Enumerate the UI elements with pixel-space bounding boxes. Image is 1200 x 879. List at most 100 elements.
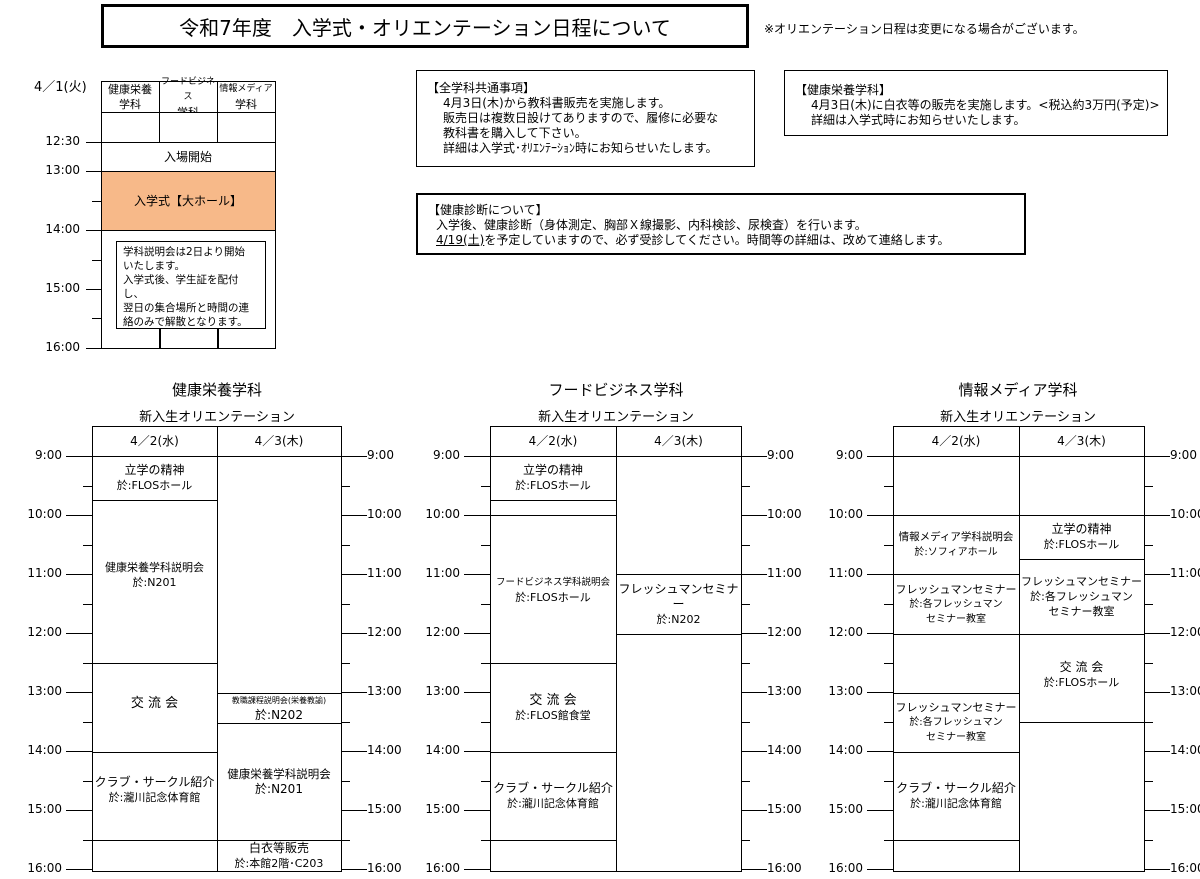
food-time-right: 9:00: [767, 448, 794, 462]
media-minor-left: [884, 545, 893, 546]
health-check-title: 【健康診断について】: [428, 203, 548, 217]
food-tick-left: [464, 692, 490, 693]
event-venue: 於:本館2階･C203: [234, 856, 324, 870]
kenko-time-right: 11:00: [367, 566, 402, 580]
kenko-time-right: 16:00: [367, 861, 402, 875]
health-check-line: 入学後、健康診断（身体測定、胸部Ｘ線撮影、内科検診、尿検査）を行います。: [436, 218, 867, 232]
event-title: 健康栄養学科説明会: [227, 767, 331, 781]
ceremony-time-tick: [86, 289, 101, 290]
ceremony-note-line: 絡のみで解散となります。: [123, 316, 248, 328]
day-label: 4／2(水): [931, 434, 981, 448]
kenko-tick-left: [66, 633, 92, 634]
kenko-tick-right: [341, 810, 367, 811]
ceremony-minor-tick: [92, 318, 101, 319]
kenko-minor-left: [83, 722, 92, 723]
page-title: 令和7年度 入学式・オリエンテーション日程について: [101, 4, 749, 48]
kenko-time-left: 9:00: [35, 448, 62, 462]
media-event-cell: [893, 634, 1020, 694]
kenko-time-left: 14:00: [27, 743, 62, 757]
media-time-right: 11:00: [1170, 566, 1200, 580]
food-minor-right: [741, 545, 750, 546]
ceremony-entry-label: 入場開始: [163, 149, 212, 164]
food-time-right: 16:00: [767, 861, 802, 875]
kenko-time-right: 12:00: [367, 625, 402, 639]
ceremony-date: 4／1(火): [34, 80, 87, 95]
ceremony-time-label: 14:00: [45, 222, 80, 236]
food-tick-right: [741, 869, 767, 870]
ceremony-divider: [217, 328, 219, 349]
ceremony-main-label: 入学式【大ホール】: [133, 193, 242, 208]
media-event: 立学の精神於:FLOSホール: [1019, 515, 1144, 559]
event-venue: セミナー教室: [926, 732, 986, 743]
kenko-minor-right: [341, 486, 350, 487]
media-time-left: 16:00: [828, 861, 863, 875]
event-venue: 於:FLOSホール: [515, 479, 591, 492]
kenko-time-right: 15:00: [367, 802, 402, 816]
kenko-notice-line: 4月3日(木)に白衣等の販売を実施します。<税込約3万円(予定)>: [811, 98, 1160, 112]
kenko-tick-left: [66, 692, 92, 693]
day-label: 4／3(木): [1057, 434, 1106, 448]
kenko-title: 健康栄養学科: [171, 381, 262, 399]
event-venue: 於:FLOSホール: [116, 479, 193, 492]
food-event: フレッシュマンセミナー於:N202: [616, 574, 741, 634]
ceremony-empty-cell: [217, 112, 276, 143]
food-tick-left: [464, 574, 490, 575]
food-time-left: 9:00: [433, 448, 460, 462]
media-event-cell: [1019, 559, 1145, 635]
kenko-notice-box: 【健康栄養学科】 4月3日(木)に白衣等の販売を実施します。<税込約3万円(予定…: [784, 70, 1168, 136]
kenko-time-left: 10:00: [27, 507, 62, 521]
food-time-left: 12:00: [425, 625, 460, 639]
event-title: フレッシュマンセミナー: [1021, 575, 1142, 588]
food-tick-right: [741, 810, 767, 811]
media-minor-right: [1144, 722, 1153, 723]
event-venue: 於:ソフィアホール: [914, 546, 998, 558]
ceremony-column-label: フードビジネス学科: [159, 77, 217, 119]
media-time-left: 9:00: [836, 448, 863, 462]
ceremony-main-cell: [101, 171, 276, 231]
event-venue: 於:FLOSホール: [1043, 538, 1120, 551]
food-event: 立学の精神於:FLOSホール: [490, 456, 616, 500]
kenko-minor-left: [83, 545, 92, 546]
kenko-tick-right: [341, 633, 367, 634]
common-notice-box: 【全学科共通事項】 4月3日(木)から教科書販売を実施します。 販売日は複数日設…: [416, 70, 755, 167]
event-venue: セミナー教室: [926, 613, 986, 625]
food-event-cell: [490, 752, 617, 841]
event-venue: 於:各フレッシュマン: [909, 717, 1003, 728]
food-tick-right: [741, 515, 767, 516]
common-notice-line: 詳細は入学式･ｵﾘｴﾝﾃｰｼｮﾝ時にお知らせいたします。: [443, 141, 718, 155]
food-time-right: 15:00: [767, 802, 802, 816]
ceremony-entry: 入場開始: [101, 142, 275, 172]
kenko-event: 健康栄養学科説明会於:N201: [217, 752, 341, 812]
kenko-notice-line: 詳細は入学式時にお知らせいたします。: [811, 113, 1026, 127]
event-title: 交 流 会: [529, 693, 577, 708]
ceremony-time-tick: [86, 348, 101, 349]
food-event-cell: [490, 500, 617, 516]
media-day1: 4／2(水): [893, 426, 1019, 457]
health-check-box: 【健康診断について】 入学後、健康診断（身体測定、胸部Ｘ線撮影、内科検診、尿検査…: [416, 193, 1026, 255]
event-title: フードビジネス学科説明会: [495, 577, 610, 588]
food-tick-right: [741, 751, 767, 752]
kenko-minor-left: [83, 663, 92, 664]
media-event-cell: [1019, 634, 1145, 723]
ceremony-time-label: 13:00: [45, 163, 80, 177]
kenko-time-left: 15:00: [27, 802, 62, 816]
food-time-left: 15:00: [425, 802, 460, 816]
kenko-tick-right: [341, 456, 367, 457]
food-minor-left: [481, 722, 490, 723]
common-notice-line: 販売日は複数日設けてありますので、履修に必要な: [443, 111, 719, 125]
ceremony-note-line: 入学式後、学生証を配付し、: [123, 274, 239, 300]
health-check-date: 4/19(土): [436, 233, 485, 247]
food-time-right: 11:00: [767, 566, 802, 580]
food-tick-left: [464, 456, 490, 457]
media-day-header: [1019, 426, 1145, 457]
food-time-left: 16:00: [425, 861, 460, 875]
kenko-event: クラブ・サークル紹介於:瀧川記念体育館: [92, 768, 217, 812]
event-venue: 於:FLOSホール: [1043, 676, 1120, 689]
food-day1: 4／2(水): [490, 426, 616, 457]
food-minor-left: [481, 663, 490, 664]
ceremony-column-label-line: 学科: [119, 98, 141, 111]
media-tick-left: [867, 869, 893, 870]
event-venue: セミナー教室: [1048, 605, 1115, 618]
kenko-event-cell: [92, 500, 218, 664]
event-title: クラブ・サークル紹介: [493, 781, 613, 795]
